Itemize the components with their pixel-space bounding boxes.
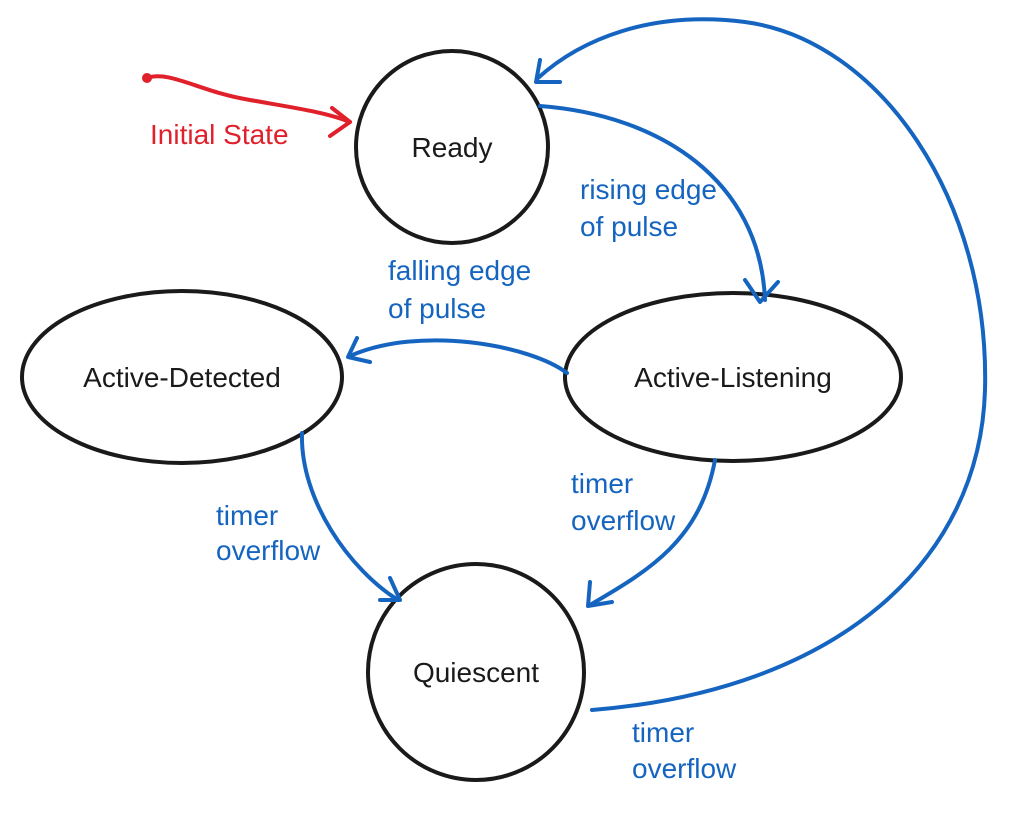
initial-arrow: Initial State <box>142 73 352 150</box>
state-active-listening-label: Active-Listening <box>634 362 832 393</box>
transition-quiescent-to-ready: timer overflow <box>534 17 988 784</box>
transition-detected-to-quiescent-label-line-1: timer <box>216 500 278 531</box>
transition-listening-to-detected-arrow-head <box>346 336 372 364</box>
transition-ready-to-listening-label-line-1: rising edge <box>580 174 717 205</box>
state-active-detected-label: Active-Detected <box>83 362 281 393</box>
transition-ready-to-listening-arrow-head <box>743 278 780 304</box>
state-active-listening-shape <box>563 291 903 463</box>
initial-arrow-line <box>145 74 352 124</box>
state-active-detected-shape <box>20 289 344 465</box>
transition-listening-to-quiescent: timer overflow <box>571 458 717 608</box>
transition-detected-to-quiescent-label-line-2: overflow <box>216 535 321 566</box>
transition-listening-to-detected-line <box>348 338 569 375</box>
state-quiescent-shape <box>366 562 586 782</box>
initial-state-label: Initial State <box>150 119 289 150</box>
transition-listening-to-quiescent-line <box>588 458 717 607</box>
state-quiescent-label: Quiescent <box>413 657 539 688</box>
transition-listening-to-quiescent-label: timer overflow <box>571 468 676 536</box>
transition-detected-to-quiescent-line <box>299 431 400 602</box>
transition-listening-to-detected: falling edge of pulse <box>346 255 569 375</box>
transition-listening-to-detected-label-line-2: of pulse <box>388 293 486 324</box>
transition-detected-to-quiescent: timer overflow <box>216 431 402 602</box>
state-ready: Ready <box>354 49 550 245</box>
state-quiescent: Quiescent <box>366 562 586 782</box>
transition-ready-to-listening-line <box>538 104 767 302</box>
transition-detected-to-quiescent-arrow-head <box>378 576 402 602</box>
transition-listening-to-quiescent-label-line-1: timer <box>571 468 633 499</box>
initial-arrow-head <box>328 106 352 138</box>
transition-ready-to-listening-label: rising edge of pulse <box>580 174 725 242</box>
transition-quiescent-to-ready-label-line-2: overflow <box>632 753 737 784</box>
transition-quiescent-to-ready-label: timer overflow <box>632 717 737 784</box>
transition-ready-to-listening-label-line-2: of pulse <box>580 211 678 242</box>
state-active-detected: Active-Detected <box>20 289 344 465</box>
transition-listening-to-quiescent-label-line-2: overflow <box>571 505 676 536</box>
transition-listening-to-detected-label-line-1: falling edge <box>388 255 531 286</box>
transition-quiescent-to-ready-line <box>536 17 988 712</box>
transition-listening-to-quiescent-arrow-head <box>586 580 614 608</box>
transition-ready-to-listening: rising edge of pulse <box>538 104 780 304</box>
transition-quiescent-to-ready-arrow-head <box>534 58 562 84</box>
transition-listening-to-detected-label: falling edge of pulse <box>388 255 539 324</box>
state-ready-shape <box>354 49 550 245</box>
state-active-listening: Active-Listening <box>563 291 903 463</box>
transition-detected-to-quiescent-label: timer overflow <box>216 500 321 566</box>
state-ready-label: Ready <box>412 132 493 163</box>
transition-quiescent-to-ready-label-line-1: timer <box>632 717 694 748</box>
